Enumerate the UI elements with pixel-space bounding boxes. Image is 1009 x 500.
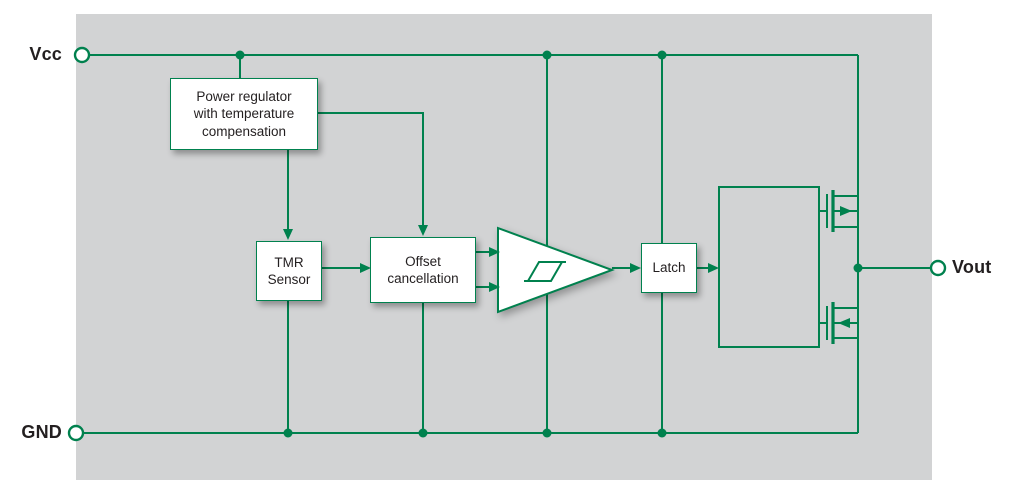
- arrow-into-latch: [630, 263, 641, 273]
- vcc-label: Vcc: [29, 44, 62, 64]
- arrow-into-offset-left: [360, 263, 371, 273]
- comparator-hysteresis-icon: [524, 261, 566, 282]
- regulator-to-offset-wire: [310, 112, 424, 226]
- arrow-into-tmr: [283, 229, 293, 240]
- tmr-sensor-block: TMR Sensor: [256, 241, 322, 301]
- vout-label: Vout: [952, 257, 992, 277]
- push-pull-output-stage: [820, 190, 858, 344]
- comparator-triangle: [497, 226, 615, 314]
- arrow-into-comparator-2: [489, 282, 500, 292]
- offset-cancellation-block: Offset cancellation: [370, 237, 476, 303]
- arrow-into-driver: [708, 263, 719, 273]
- arrow-into-comparator-1: [489, 247, 500, 257]
- vout-pin-icon: [929, 259, 947, 277]
- high-side-mosfet-icon: [820, 190, 858, 232]
- gnd-pin-icon: [67, 424, 85, 442]
- vcc-pin-icon: [73, 46, 91, 64]
- output-driver-box: [718, 186, 820, 348]
- terminal-pins: [67, 46, 947, 442]
- gnd-label: GND: [21, 422, 62, 442]
- arrow-into-offset-top: [418, 225, 428, 236]
- power-regulator-block: Power regulator with temperature compens…: [170, 78, 318, 150]
- arrowheads: [283, 225, 719, 292]
- junction-dots: [235, 50, 863, 438]
- latch-block: Latch: [641, 243, 697, 293]
- low-side-mosfet-icon: [820, 302, 858, 344]
